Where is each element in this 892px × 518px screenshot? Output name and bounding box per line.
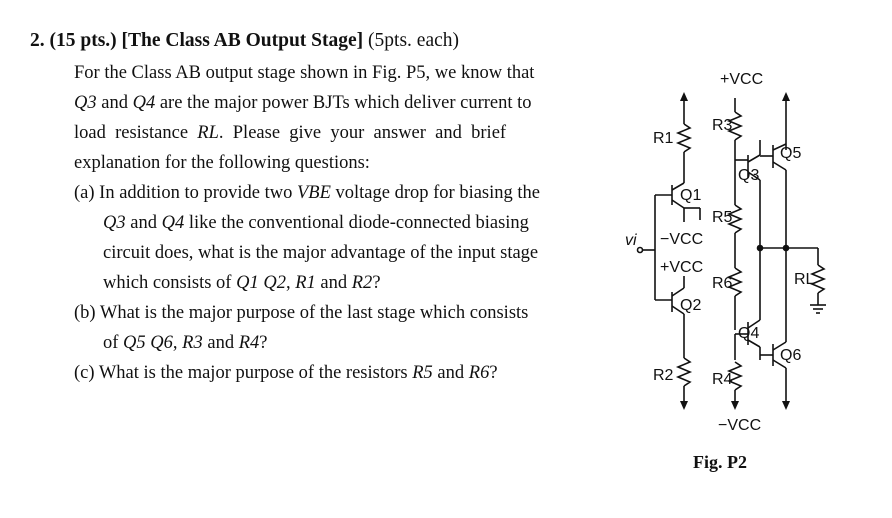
resistor-rl	[809, 264, 827, 294]
question-c-line-1: (c) What is the major purpose of the res…	[74, 363, 498, 383]
label-mid-neg-vcc: −VCC	[660, 231, 703, 248]
arrow-down-right	[782, 401, 790, 410]
q1-emitter	[671, 199, 685, 209]
problem-number: 2.	[30, 30, 45, 51]
label-q4: Q4	[738, 325, 759, 342]
label-r3: R3	[712, 117, 733, 134]
arrow-down-left	[680, 401, 688, 410]
problem-heading: 2. (15 pts.) [The Class AB Output Stage]…	[30, 30, 459, 52]
intro-line-1: For the Class AB output stage shown in F…	[74, 63, 535, 83]
question-a-line-1: (a) In addition to provide two VBE volta…	[74, 183, 540, 203]
problem-each: (5pts. each)	[368, 30, 460, 51]
question-b-line-1: (b) What is the major purpose of the las…	[74, 303, 529, 323]
problem-title: [The Class AB Output Stage]	[121, 30, 364, 51]
q2-emitter	[671, 287, 685, 297]
resistor-r4	[726, 361, 744, 391]
intro-line-4: explanation for the following questions:	[74, 153, 370, 173]
label-r4: R4	[712, 371, 733, 388]
arrow-up-right	[782, 92, 790, 101]
resistor-r6	[726, 267, 744, 297]
label-q3: Q3	[738, 167, 759, 184]
q3-collector	[747, 154, 761, 163]
resistor-r1	[675, 123, 693, 153]
label-r6: R6	[712, 275, 733, 292]
label-r2: R2	[653, 367, 674, 384]
intro-line-2: Q3 and Q4 are the major power BJTs which…	[74, 93, 532, 113]
q5-emitter	[772, 161, 787, 171]
question-b-line-2: of Q5 Q6, R3 and R4?	[103, 333, 268, 353]
label-r5: R5	[712, 209, 733, 226]
resistor-r3	[726, 111, 744, 141]
label-r1: R1	[653, 130, 674, 147]
q3-emitter	[747, 171, 761, 181]
q4-collector	[747, 339, 761, 348]
question-a-line-2: Q3 and Q4 like the conventional diode-co…	[103, 213, 529, 233]
figure-caption: Fig. P2	[693, 452, 747, 472]
resistor-r2	[675, 357, 693, 387]
output-node	[756, 244, 764, 252]
label-rl: RL	[794, 271, 815, 288]
arrow-down-center	[731, 401, 739, 410]
label-mid-pos-vcc: +VCC	[660, 259, 703, 276]
question-a-line-4: which consists of Q1 Q2, R1 and R2?	[103, 273, 381, 293]
label-q1: Q1	[680, 187, 701, 204]
label-q6: Q6	[780, 347, 801, 364]
q4-emitter	[747, 319, 761, 329]
question-a-line-3: circuit does, what is the major advantag…	[103, 243, 539, 263]
label-vi: vi	[625, 232, 637, 249]
q2-collector	[671, 305, 685, 315]
q6-emitter	[772, 341, 787, 351]
q5-collector	[772, 143, 787, 151]
arrow-up-left	[680, 92, 688, 101]
label-q5: Q5	[780, 145, 801, 162]
problem-points: (15 pts.)	[49, 30, 117, 51]
vi-terminal	[636, 246, 644, 254]
label-q2: Q2	[680, 297, 701, 314]
q1-collector	[671, 182, 685, 191]
label-vcc-top: +VCC	[720, 71, 763, 88]
resistor-r5	[726, 204, 744, 234]
intro-line-3: load resistance RL. Please give your ans…	[74, 123, 507, 143]
label-vcc-bottom: −VCC	[718, 417, 761, 434]
q6-collector	[772, 359, 787, 369]
